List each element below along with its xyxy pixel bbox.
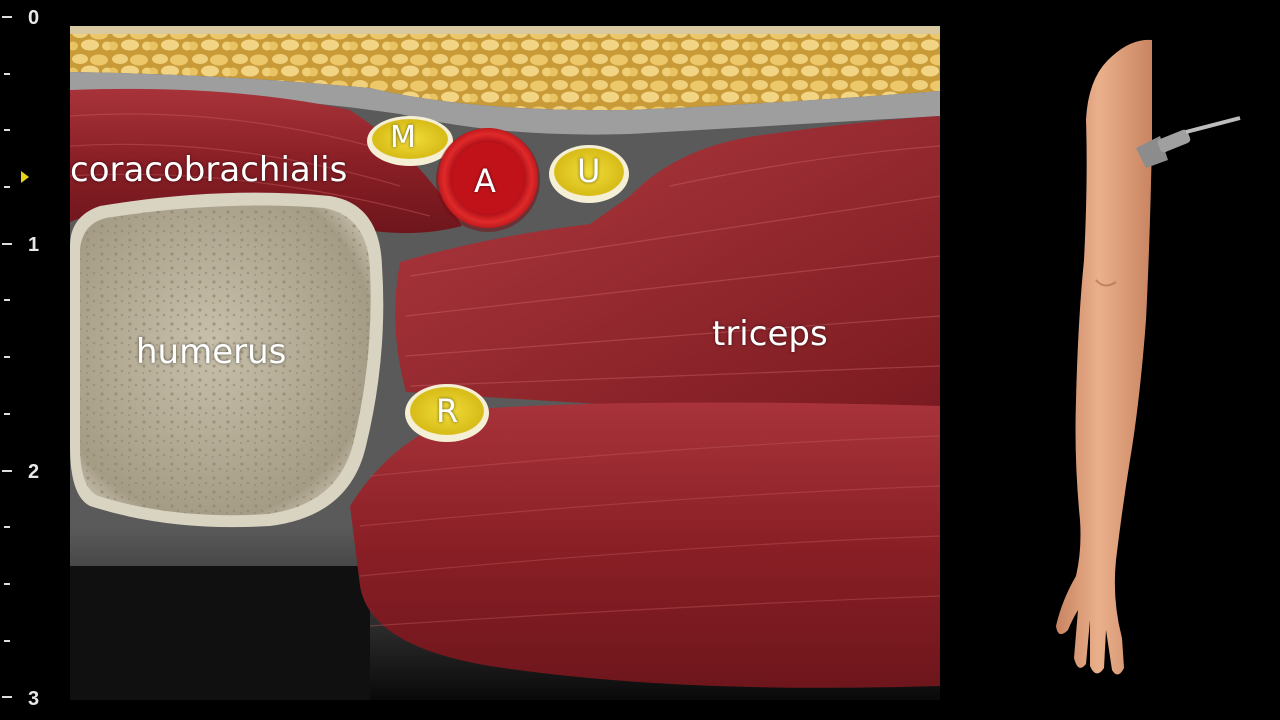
depth-label-1: 1 [28, 234, 39, 256]
ulnar-nerve-label: U [577, 152, 601, 190]
artery-label: A [474, 162, 496, 200]
ultrasound-probe-icon [1136, 116, 1241, 168]
triceps-muscle [395, 116, 940, 411]
ulnar-nerve [549, 145, 629, 203]
depth-scale: 0 1 2 3 [2, 7, 39, 710]
radial-nerve-label: R [436, 392, 459, 430]
depth-label-0: 0 [28, 7, 39, 29]
median-nerve [367, 116, 453, 166]
focus-marker-icon [21, 171, 29, 183]
triceps-label: triceps [712, 314, 828, 354]
coracobrachialis-label: coracobrachialis [70, 150, 348, 190]
humerus-label: humerus [136, 332, 287, 372]
brachial-artery [436, 128, 540, 232]
humerus-bone [70, 192, 384, 528]
arm-illustration [1056, 39, 1241, 675]
arm-shape [1056, 39, 1152, 675]
subcutaneous-fat-layer [70, 26, 940, 111]
depth-label-3: 3 [28, 688, 39, 710]
anatomy-panel: coracobrachialis humerus triceps M A U R [69, 26, 941, 700]
depth-label-2: 2 [28, 461, 39, 483]
radial-nerve [405, 384, 489, 442]
median-nerve-label: M [390, 120, 416, 155]
anatomy-illustration [69, 26, 941, 700]
